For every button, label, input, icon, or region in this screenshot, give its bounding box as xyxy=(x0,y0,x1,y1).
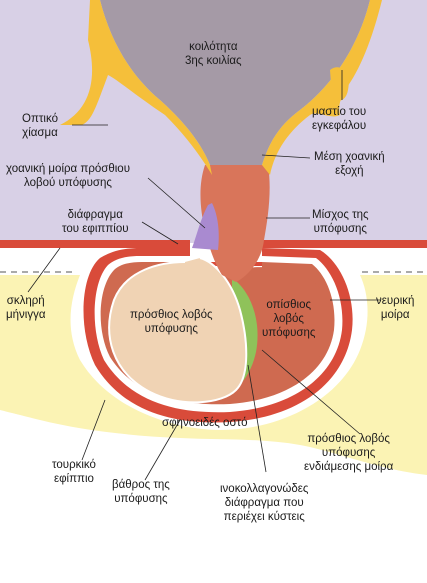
label-line: λοβός xyxy=(273,313,304,325)
pituitary-stalk xyxy=(200,165,270,282)
label-third-ventricle: κοιλότητα 3ης κοιλίας xyxy=(185,40,242,68)
label-line: χίασμα xyxy=(22,127,58,139)
leader-fossa xyxy=(144,419,181,481)
label-line: εγκεφάλου xyxy=(312,120,367,132)
label-line: κοιλότητα xyxy=(189,41,238,53)
label-line: μήνιγγα xyxy=(6,309,46,321)
third-ventricle xyxy=(100,0,370,165)
label-pars-intermedia: πρόσθιος λοβός υπόφυσης ενδιάμεσης μοίρα xyxy=(304,432,393,474)
label-pars-tuberalis: χοανική μοίρα πρόσθιου λοβού υπόφυσης xyxy=(6,162,130,190)
label-line: Μέση χοανική xyxy=(314,151,385,163)
label-line: πρόσθιος λοβός xyxy=(307,433,390,445)
label-line: οπίσθιος xyxy=(266,299,312,311)
label-line: τουρκικό xyxy=(52,459,96,471)
dura-mater-top xyxy=(0,240,190,248)
leader-intermedia xyxy=(261,349,361,435)
label-line: νευρική xyxy=(376,295,415,307)
leader-dura xyxy=(27,247,61,293)
mammillary-bump xyxy=(330,67,349,101)
label-line: 3ης κοιλίας xyxy=(185,55,242,67)
label-line: του εφιππίου xyxy=(62,223,129,235)
posterior-lobe xyxy=(232,267,329,388)
label-line: μοίρα xyxy=(380,309,410,321)
label-pars-nervosa: νευρική μοίρα xyxy=(376,294,414,322)
label-optic-chiasm: Οπτικό χίασμα xyxy=(22,112,58,140)
label-line: υπόφυσης xyxy=(144,323,198,335)
label-line: ενδιάμεσης μοίρα xyxy=(304,461,394,473)
label-median-eminence: Μέση χοανική εξοχή xyxy=(314,150,385,178)
label-colloid-septum: ινοκολλαγονώδες διάφραγμα που περιέχει κ… xyxy=(220,482,308,524)
label-line: διάφραγμα xyxy=(67,209,123,221)
label-posterior-lobe: οπίσθιος λοβός υπόφυσης xyxy=(262,298,315,340)
label-line: σφηνοειδές οστό xyxy=(162,417,248,429)
label-line: διάφραγμα που xyxy=(224,497,304,509)
label-mammillary-body: μαστίο του εγκεφάλου xyxy=(312,105,366,133)
pars-tuberalis xyxy=(192,203,219,250)
label-dura-mater: σκληρή μήνιγγα xyxy=(6,294,45,322)
label-line: βάθρος της xyxy=(112,479,170,491)
leader-median xyxy=(261,154,311,159)
label-line: υπόφυσης xyxy=(321,447,376,459)
label-sphenoid-bone: σφηνοειδές οστό xyxy=(162,416,247,430)
label-line: περιέχει κύστεις xyxy=(223,511,305,523)
label-line: ινοκολλαγονώδες xyxy=(220,483,309,495)
label-line: Μίσχος της xyxy=(312,209,369,221)
label-pituitary-stalk: Μίσχος της υπόφυσης xyxy=(312,208,369,236)
leader-lines xyxy=(27,70,380,481)
sphenoid-bone xyxy=(0,275,427,475)
label-pituitary-fossa: βάθρος της υπόφυσης xyxy=(112,478,170,506)
anterior-lobe xyxy=(109,258,247,403)
label-line: πρόσθιος λοβός xyxy=(130,309,213,321)
optic-tissue-band xyxy=(60,0,212,175)
label-line: υπόφυσης xyxy=(114,493,168,505)
label-anterior-lobe: πρόσθιος λοβός υπόφυσης xyxy=(130,308,213,336)
dura-mater-top-right xyxy=(262,240,427,248)
label-diaphragma-sellae: διάφραγμα του εφιππίου xyxy=(62,208,129,236)
mammillary-band xyxy=(262,0,382,175)
label-sella-turcica: τουρκικό εφίππιο xyxy=(52,458,96,486)
label-line: εξοχή xyxy=(335,165,364,177)
label-line: μαστίο του xyxy=(312,106,367,118)
label-line: υπόφυσης xyxy=(262,327,316,339)
anterior-lobe-rim xyxy=(108,257,248,404)
leader-tuberalis xyxy=(147,177,206,229)
label-line: σκληρή xyxy=(6,295,45,307)
label-line: λοβού υπόφυσης xyxy=(24,177,112,189)
label-line: εφίππιο xyxy=(53,473,94,485)
label-line: χοανική μοίρα πρόσθιου xyxy=(6,163,130,175)
leader-diaphragma xyxy=(141,221,179,245)
label-line: υπόφυσης xyxy=(313,223,367,235)
leader-sella xyxy=(81,399,106,461)
leader-septum xyxy=(247,364,267,473)
label-line: Οπτικό xyxy=(22,113,58,125)
